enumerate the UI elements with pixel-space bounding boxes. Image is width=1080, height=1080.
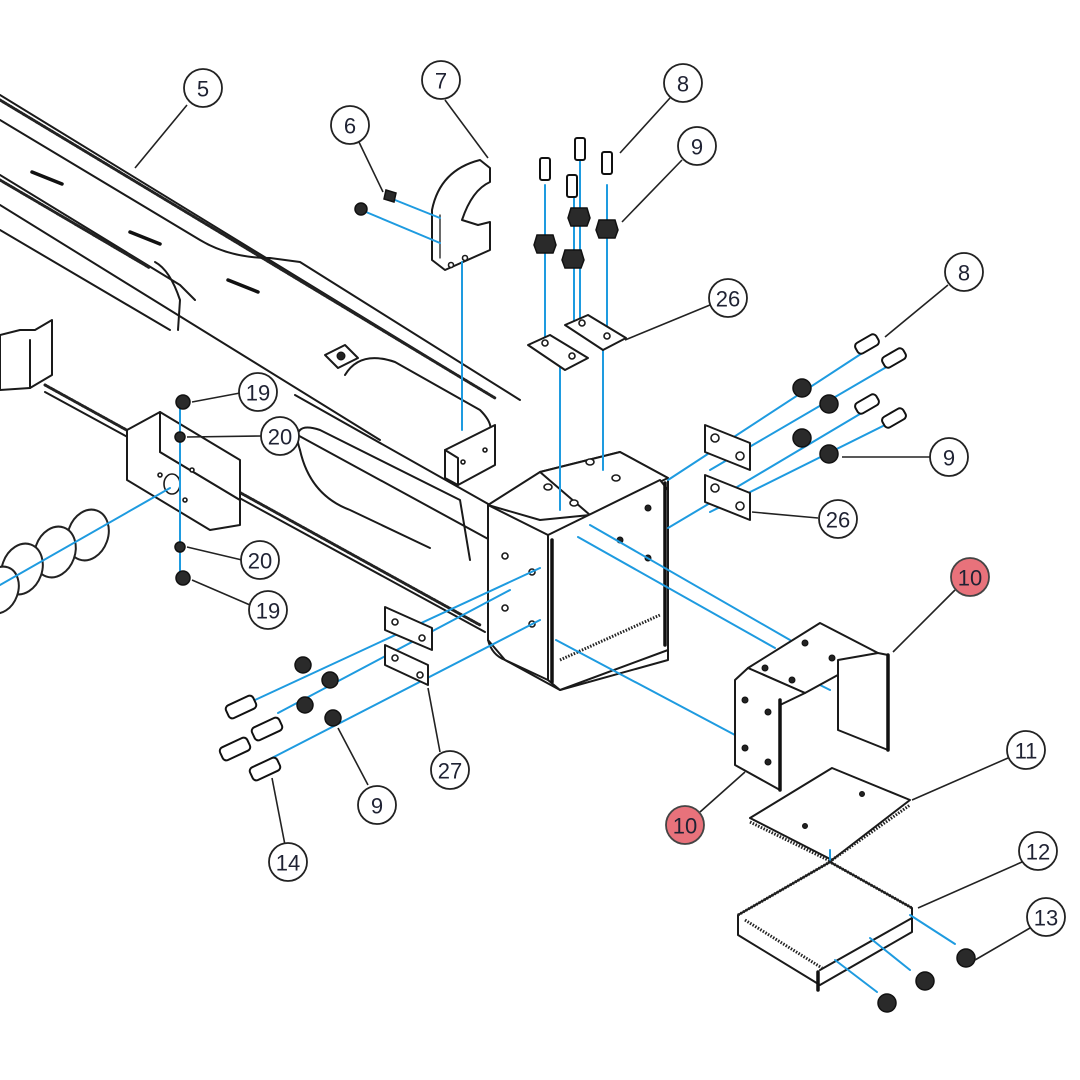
callout-label: 7 [435,69,447,94]
callout-7[interactable]: 7 [421,60,461,100]
callout-label: 9 [943,446,955,471]
callout-label: 10 [673,814,697,839]
callout-label: 19 [256,599,280,624]
callout-9-side[interactable]: 9 [929,437,969,477]
callout-11[interactable]: 11 [1006,730,1046,770]
callout-8-side[interactable]: 8 [944,252,984,292]
left-end-bracket [0,319,53,391]
base-plate [749,767,911,864]
callout-12[interactable]: 12 [1018,831,1058,871]
callout-label: 9 [691,135,703,160]
callout-10-upper[interactable]: 10 [950,557,990,597]
callout-14[interactable]: 14 [268,842,308,882]
callout-label: 27 [438,759,462,784]
leader-lines [134,97,1031,961]
callout-26-top[interactable]: 26 [708,278,748,318]
foot-tray [737,849,976,1013]
callout-9-top[interactable]: 9 [677,126,717,166]
disc-stack [0,487,171,615]
callout-5[interactable]: 5 [183,68,223,108]
callout-label: 12 [1026,840,1050,865]
u-bracket [555,524,890,792]
callout-26-side[interactable]: 26 [818,499,858,539]
main-frame-tube [0,94,521,633]
callout-label: 11 [1015,739,1038,764]
callout-label: 26 [716,287,740,312]
side-hardware-right [667,333,907,529]
callout-label: 20 [268,425,292,450]
callout-label: 8 [677,72,689,97]
callout-label: 13 [1034,906,1058,931]
callout-9-left[interactable]: 9 [357,785,397,825]
callout-10-lower[interactable]: 10 [665,805,705,845]
vertical-hardware-stack [174,394,191,586]
callout-19-upper[interactable]: 19 [238,372,278,412]
callout-label: 6 [344,114,356,139]
callout-label: 5 [197,77,209,102]
callout-label: 8 [958,261,970,286]
callout-label: 14 [276,851,300,876]
top-hardware [527,137,627,511]
callout-label: 10 [958,566,982,591]
side-hardware-left [218,567,541,782]
callout-label: 9 [371,794,383,819]
callout-20-lower[interactable]: 20 [240,540,280,580]
hook-bracket [354,159,491,431]
callout-8-top[interactable]: 8 [663,63,703,103]
side-mount-bracket [126,411,241,531]
callout-6[interactable]: 6 [330,105,370,145]
callout-19-lower[interactable]: 19 [248,590,288,630]
callout-label: 19 [246,381,270,406]
callout-label: 26 [826,508,850,533]
callout-label: 20 [248,549,272,574]
square-tube-end [487,451,669,691]
callout-20-upper[interactable]: 20 [260,416,300,456]
callout-27[interactable]: 27 [430,750,470,790]
callout-13[interactable]: 13 [1026,897,1066,937]
